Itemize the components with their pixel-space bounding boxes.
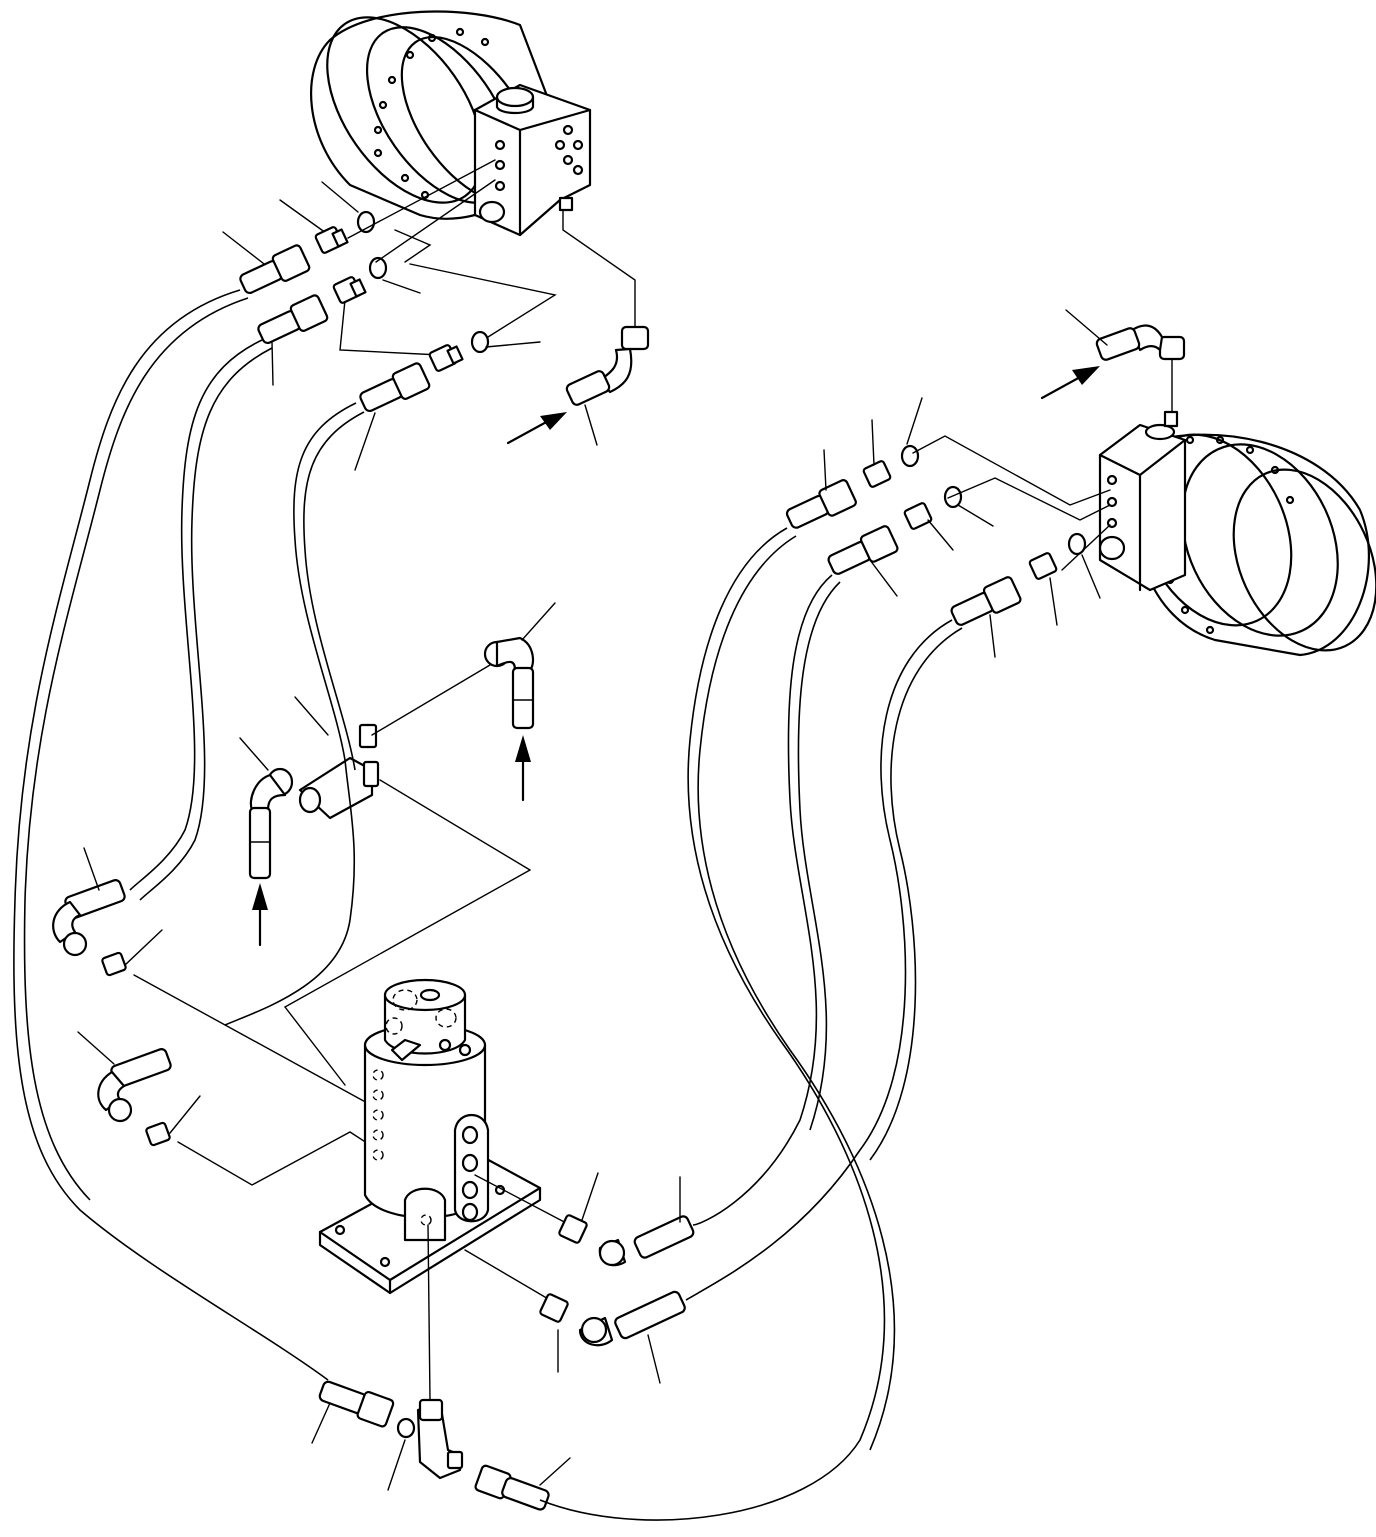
hoses bbox=[13, 289, 963, 1521]
flow-arrow bbox=[506, 412, 567, 445]
fittings-left-motor bbox=[239, 210, 650, 413]
flow-arrow bbox=[252, 883, 268, 947]
port-leaders-right-motor bbox=[912, 435, 1111, 571]
elbows-left bbox=[52, 847, 381, 1186]
travel-motor-left bbox=[310, 10, 592, 237]
port-leaders-left-motor bbox=[339, 159, 636, 356]
fittings-swivel-right bbox=[539, 1172, 695, 1384]
flow-arrow bbox=[515, 735, 531, 802]
bolt-holes bbox=[1165, 435, 1295, 635]
swivel-joint bbox=[284, 978, 571, 1401]
callouts-right-motor bbox=[823, 309, 1108, 658]
fittings-right-motor bbox=[785, 444, 1087, 626]
callouts-tee-upper bbox=[239, 602, 556, 771]
callouts-left-motor bbox=[222, 181, 598, 471]
flow-arrows bbox=[252, 366, 1100, 947]
flow-arrow bbox=[1040, 366, 1100, 400]
travel-motor-right bbox=[1095, 324, 1376, 657]
tee-fitting-lower bbox=[311, 1380, 571, 1511]
tee-fitting-upper bbox=[248, 636, 535, 1008]
